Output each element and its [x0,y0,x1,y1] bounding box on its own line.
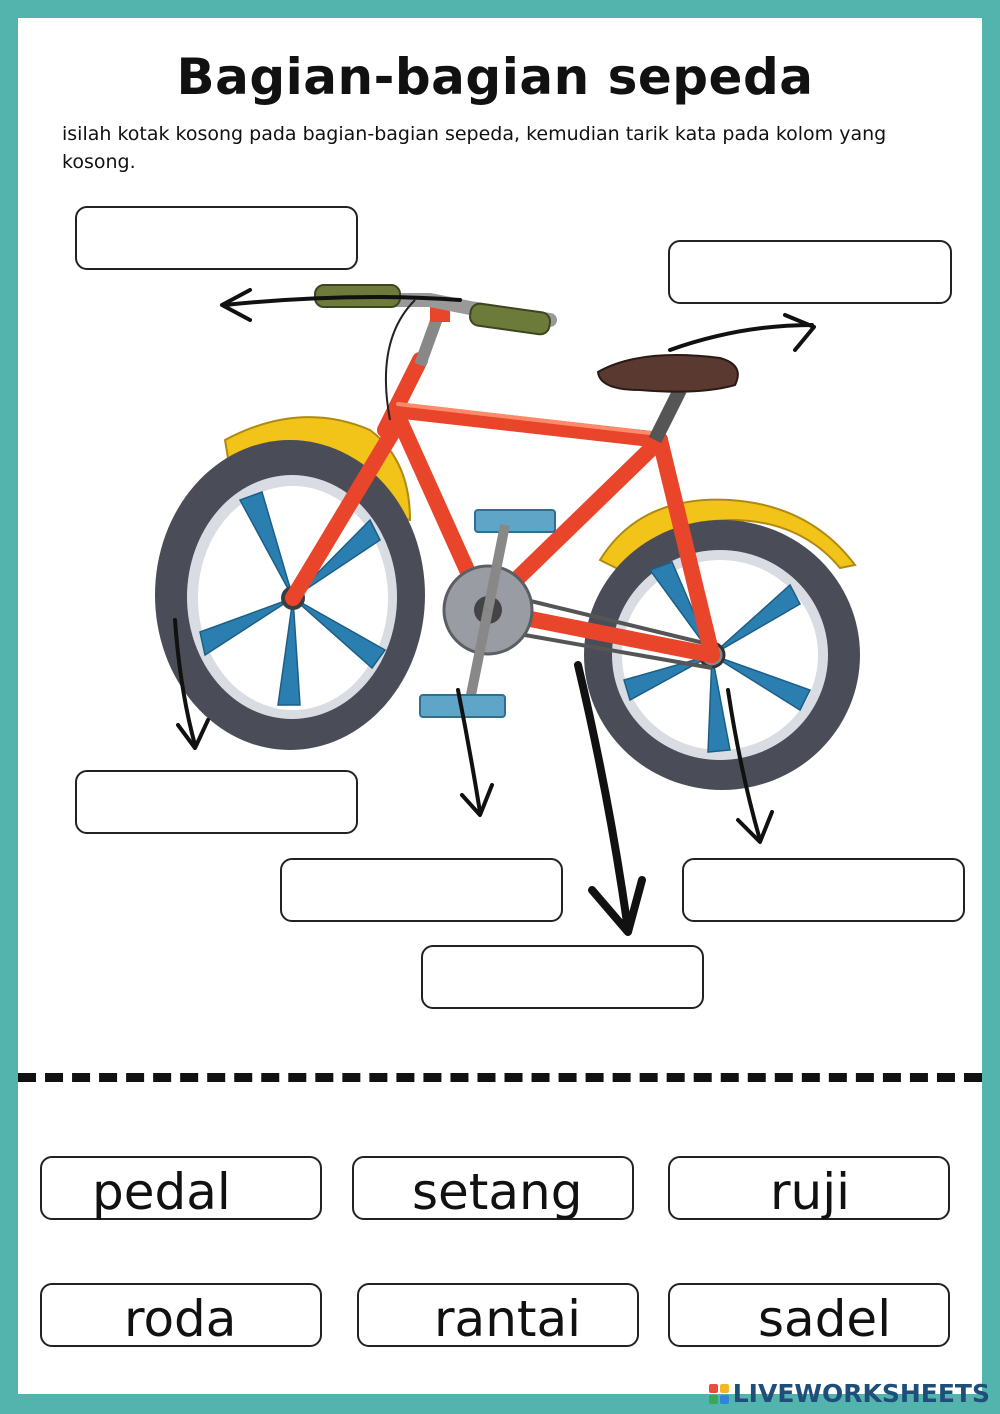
word-card-ruji[interactable]: ruji [668,1156,950,1221]
word-label: setang [412,1163,583,1221]
brand-text: LIVEWORKSHEETS [732,1379,990,1408]
liveworksheets-logo-icon [708,1383,729,1404]
page-title: Bagian-bagian sepeda [176,48,814,106]
answer-box-chain[interactable] [421,945,704,1009]
word-card-setang[interactable]: setang [352,1156,634,1221]
word-label: ruji [770,1163,851,1221]
answer-box-handlebar[interactable] [75,206,358,270]
answer-box-saddle[interactable] [668,240,952,304]
word-label: roda [124,1290,237,1348]
word-card-pedal[interactable]: pedal [40,1156,322,1221]
answer-box-spokes[interactable] [682,858,965,922]
word-label: pedal [92,1163,231,1221]
bicycle-illustration [155,284,860,790]
word-card-rantai[interactable]: rantai [357,1283,639,1348]
liveworksheets-brand[interactable]: LIVEWORKSHEETS [708,1379,990,1408]
word-label: rantai [434,1290,582,1348]
word-card-roda[interactable]: roda [40,1283,322,1348]
word-card-sadel[interactable]: sadel [668,1283,950,1348]
answer-box-pedal[interactable] [280,858,563,922]
right-wheel [584,520,860,790]
word-label: sadel [758,1290,892,1348]
answer-box-front-wheel[interactable] [75,770,358,834]
instruction-text: isilah kotak kosong pada bagian-bagian s… [62,123,887,173]
section-divider [18,1073,982,1082]
